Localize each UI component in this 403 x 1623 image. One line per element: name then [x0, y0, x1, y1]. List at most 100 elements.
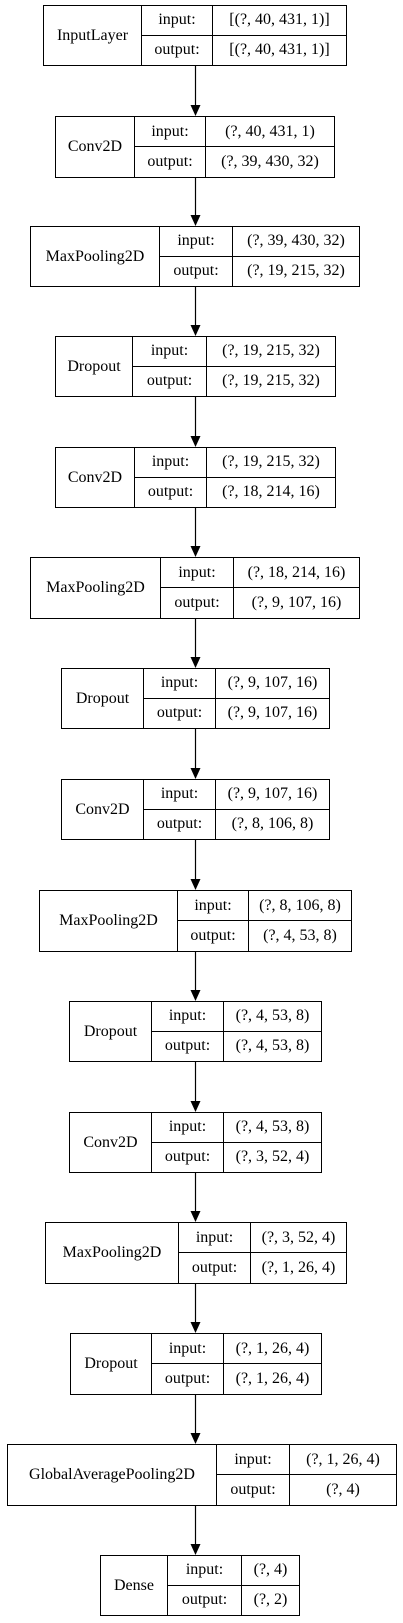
output-shape: (?, 8, 106, 8) [231, 815, 314, 833]
edge-arrow [190, 840, 201, 890]
layer-node-conv2d-4: Conv2D input: output: (?, 4, 53, 8) (?, … [69, 1112, 322, 1173]
output-shape: (?, 39, 430, 32) [221, 153, 319, 170]
input-label: input: [160, 227, 232, 257]
input-label: input: [135, 448, 206, 478]
layer-node-conv2d-1: Conv2D input: output: (?, 40, 431, 1) (?… [55, 116, 335, 178]
edge-arrow [190, 287, 201, 336]
arrowhead-icon [190, 1322, 201, 1333]
output-shape: (?, 2) [253, 1591, 288, 1609]
output-shape: (?, 1, 26, 4) [235, 1370, 310, 1387]
input-shape: [(?, 40, 431, 1)] [213, 6, 346, 36]
edge-arrow [190, 178, 201, 226]
port-values: (?, 18, 214, 16) (?, 9, 107, 16) [234, 558, 359, 618]
output-label: output: [156, 704, 203, 722]
edge-arrow [190, 1173, 201, 1222]
input-label: input: [168, 1556, 241, 1586]
output-shape: [(?, 40, 431, 1)] [229, 41, 330, 59]
output-label: output: [147, 153, 193, 170]
port-labels: input: output: [179, 1223, 251, 1283]
output-label: output: [156, 815, 203, 833]
port-labels: input: output: [135, 448, 207, 507]
port-labels: input: output: [217, 1445, 290, 1505]
layer-node-conv2d-3: Conv2D input: output: (?, 9, 107, 16) (?… [61, 779, 330, 840]
input-shape: (?, 8, 106, 8) [249, 891, 351, 921]
arrowhead-icon [190, 657, 201, 668]
port-values: (?, 19, 215, 32) (?, 18, 214, 16) [207, 448, 335, 507]
edge-arrow [190, 1062, 201, 1112]
layer-name: Conv2D [62, 780, 144, 839]
output-shape: (?, 19, 215, 32) [222, 372, 320, 390]
port-labels: input: output: [133, 337, 207, 396]
layer-name: MaxPooling2D [31, 227, 160, 286]
output-shape: (?, 18, 214, 16) [222, 483, 320, 501]
arrowhead-icon [190, 436, 201, 447]
output-shape: (?, 9, 107, 16) [227, 704, 318, 722]
port-labels: input: output: [144, 780, 216, 839]
layer-node-maxpooling2d-3: MaxPooling2D input: output: (?, 8, 106, … [39, 890, 352, 952]
input-shape: (?, 1, 26, 4) [224, 1334, 321, 1364]
input-label: input: [152, 1334, 223, 1364]
edge-arrow [190, 952, 201, 1001]
output-shape: (?, 19, 215, 32) [247, 262, 345, 280]
layer-node-maxpooling2d-1: MaxPooling2D input: output: (?, 39, 430,… [30, 226, 360, 287]
port-values: (?, 9, 107, 16) (?, 9, 107, 16) [216, 669, 329, 728]
input-label: input: [179, 1223, 250, 1253]
layer-node-dropout-2: Dropout input: output: (?, 9, 107, 16) (… [61, 668, 330, 729]
port-values: (?, 4) (?, 2) [242, 1556, 299, 1615]
layer-name: MaxPooling2D [46, 1223, 179, 1283]
port-values: (?, 3, 52, 4) (?, 1, 26, 4) [251, 1223, 346, 1283]
port-labels: input: output: [152, 1002, 224, 1061]
layer-node-maxpooling2d-4: MaxPooling2D input: output: (?, 3, 52, 4… [45, 1222, 347, 1284]
input-shape: (?, 9, 107, 16) [216, 780, 329, 810]
input-label: input: [144, 669, 215, 699]
port-values: (?, 40, 431, 1) (?, 39, 430, 32) [206, 117, 334, 177]
input-shape: (?, 4) [242, 1556, 299, 1586]
port-labels: input: output: [168, 1556, 242, 1615]
arrowhead-icon [190, 1211, 201, 1222]
input-shape: (?, 4, 53, 8) [224, 1113, 321, 1143]
edge-arrow [190, 729, 201, 779]
arrowhead-icon [190, 105, 201, 116]
arrowhead-icon [190, 990, 201, 1001]
input-label: input: [161, 558, 233, 588]
port-values: (?, 39, 430, 32) (?, 19, 215, 32) [233, 227, 359, 286]
layer-node-dense: Dense input: output: (?, 4) (?, 2) [100, 1555, 300, 1616]
layer-name: MaxPooling2D [40, 891, 178, 951]
port-values: (?, 9, 107, 16) (?, 8, 106, 8) [216, 780, 329, 839]
port-values: (?, 8, 106, 8) (?, 4, 53, 8) [249, 891, 351, 951]
output-shape: (?, 4) [326, 1481, 360, 1498]
edge-arrow [190, 66, 201, 116]
layer-name: Conv2D [56, 448, 135, 507]
arrowhead-icon [190, 215, 201, 226]
edge-arrow [190, 508, 201, 557]
arrowhead-icon [190, 546, 201, 557]
layer-name: Dense [101, 1556, 168, 1615]
input-label: input: [135, 117, 205, 147]
input-label: input: [217, 1445, 289, 1475]
edge-arrow [190, 1284, 201, 1333]
layer-name: Dropout [62, 669, 144, 728]
port-labels: input: output: [152, 1334, 224, 1394]
input-shape: (?, 1, 26, 4) [290, 1445, 396, 1475]
input-shape: (?, 9, 107, 16) [216, 669, 329, 699]
input-shape: (?, 18, 214, 16) [234, 558, 359, 588]
output-label: output: [164, 1148, 211, 1166]
output-label: output: [190, 927, 236, 944]
layer-name: InputLayer [44, 6, 142, 65]
input-label: input: [142, 6, 212, 36]
input-shape: (?, 19, 215, 32) [207, 448, 335, 478]
layer-name: Conv2D [56, 117, 135, 177]
output-shape: (?, 9, 107, 16) [251, 594, 342, 611]
output-label: output: [230, 1481, 276, 1498]
input-shape: (?, 19, 215, 32) [207, 337, 335, 367]
layer-node-dropout-3: Dropout input: output: (?, 4, 53, 8) (?,… [69, 1001, 322, 1062]
port-labels: input: output: [135, 117, 206, 177]
port-values: (?, 1, 26, 4) (?, 1, 26, 4) [224, 1334, 321, 1394]
port-values: (?, 19, 215, 32) (?, 19, 215, 32) [207, 337, 335, 396]
port-values: (?, 1, 26, 4) (?, 4) [290, 1445, 396, 1505]
output-label: output: [164, 1370, 211, 1387]
layer-name: MaxPooling2D [31, 558, 161, 618]
input-shape: (?, 40, 431, 1) [206, 117, 334, 147]
port-labels: input: output: [160, 227, 233, 286]
